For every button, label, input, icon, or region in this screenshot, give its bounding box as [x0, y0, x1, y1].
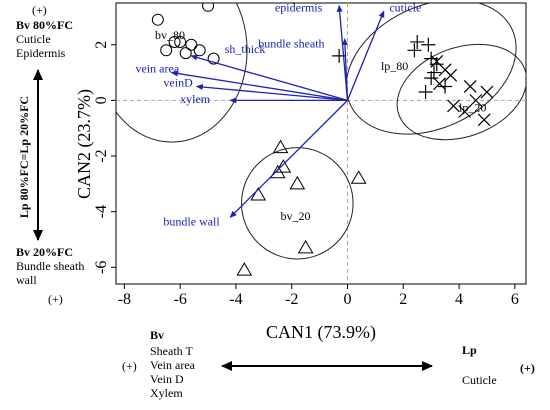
- bottom-bv-line-3: Vein D: [150, 372, 184, 386]
- triangle-point-1: [272, 139, 289, 154]
- bottom-bv-plus: (+): [122, 359, 137, 373]
- circle-point-1: [151, 13, 164, 26]
- bottom-left-line-2: wall: [16, 273, 37, 287]
- top-left-line-2: Epidermis: [16, 46, 66, 60]
- triangle-point-8: [236, 262, 253, 276]
- plus-point-4: [424, 51, 439, 66]
- circle-point-9: [160, 44, 173, 57]
- triangle-point-6: [297, 239, 314, 254]
- triangle-point-5: [250, 186, 267, 201]
- bottom-lp-head: Lp: [462, 343, 477, 357]
- triangle-point-7: [350, 170, 367, 184]
- top-left-head: Bv 80%FC: [16, 18, 73, 32]
- loading-label-xylem: xylem: [180, 92, 211, 106]
- plus-point-6: [426, 65, 441, 80]
- bottom-left-line-1: Bundle sheath: [16, 259, 85, 273]
- confidence-ellipse-4: [396, 43, 526, 141]
- bottom-left-head: Bv 20%FC: [16, 245, 73, 259]
- circle-point-5: [185, 38, 198, 51]
- left-axis-annotation: Lp 80%FC=Lp 20%FC: [17, 96, 31, 218]
- x-tick-label--6: -6: [173, 291, 186, 308]
- y-axis-label: CAN2 (23.7%): [74, 89, 95, 199]
- y-tick-label--4: -4: [93, 205, 110, 218]
- bottom-bv-head: Bv: [150, 328, 165, 342]
- x-point-5: [480, 85, 494, 99]
- top-left-line-1: Cuticle: [16, 32, 51, 46]
- bottom-lp-line: Cuticle: [462, 373, 497, 387]
- confidence-ellipse-1: [116, 3, 248, 143]
- loading-label-bundle-wall: bundle wall: [163, 215, 220, 229]
- y-tick-label-2: 2: [93, 41, 110, 49]
- loading-label-sh_thick: sh_thick: [225, 42, 266, 56]
- loading-arrow-epidermis: [336, 4, 349, 101]
- loading-label-cuticle: cuticle: [389, 0, 421, 14]
- loading-arrow-sh_thick: [190, 54, 348, 102]
- x-point-4: [463, 80, 477, 93]
- loading-label-epidermis: epidermis: [275, 0, 323, 14]
- x-tick-label-6: 6: [511, 291, 519, 308]
- circle-point-7: [193, 44, 206, 57]
- x-tick-label--8: -8: [118, 291, 131, 308]
- y-tick-label-0: 0: [93, 96, 110, 104]
- triangle-point-3: [269, 164, 286, 179]
- x-point-3: [444, 68, 458, 82]
- x-axis-label: CAN1 (73.9%): [266, 322, 376, 343]
- x-tick-label--4: -4: [229, 291, 242, 308]
- bottom-lp-plus: (+): [520, 361, 535, 375]
- triangle-point-4: [289, 175, 306, 190]
- x-point-9: [477, 113, 491, 127]
- loading-arrow-vein-area: [170, 70, 348, 102]
- circle-point-2: [202, 3, 215, 12]
- loading-arrow-bundle-wall: [229, 99, 348, 218]
- x-tick-label-4: 4: [455, 291, 463, 308]
- plus-point-3: [407, 43, 422, 58]
- loading-arrow-bundle-sheath: [341, 38, 349, 101]
- plus-point-2: [421, 37, 436, 52]
- x-point-8: [458, 105, 472, 118]
- x-point-7: [447, 99, 460, 113]
- triangle-point-2: [275, 159, 292, 173]
- y-tick-label--6: -6: [93, 261, 110, 274]
- plus-point-9: [418, 85, 433, 100]
- bottom-left-plus: (+): [48, 292, 63, 306]
- bottom-bv-line-2: Vein area: [150, 358, 195, 372]
- loading-label-bundle-sheath: bundle sheath: [258, 37, 324, 51]
- plot-frame: [115, 2, 527, 285]
- bottom-bv-line-4: Xylem: [150, 386, 183, 400]
- loading-arrow-cuticle: [346, 10, 385, 101]
- plus-point-1: [410, 34, 425, 49]
- loading-label-veinD: veinD: [163, 75, 193, 89]
- x-tick-label--2: -2: [285, 291, 298, 308]
- x-tick-label-0: 0: [343, 291, 351, 308]
- loading-label-vein-area: vein area: [136, 62, 180, 76]
- y-tick-label--2: -2: [93, 149, 110, 162]
- plot-area: [116, 3, 526, 284]
- plus-point-7: [424, 71, 439, 86]
- group-label-lp_80: lp_80: [381, 59, 408, 73]
- x-tick-label-2: 2: [399, 291, 407, 308]
- circle-point-6: [179, 47, 192, 60]
- top-left-plus: (+): [32, 3, 47, 17]
- confidence-ellipse-2: [241, 147, 354, 260]
- confidence-ellipse-3: [345, 3, 517, 135]
- label-layer: epidermis cuticle bundle sheathsh_thickvei…: [136, 0, 487, 228]
- loading-arrow-veinD: [195, 84, 348, 102]
- circle-point-3: [168, 35, 181, 48]
- group-label-bv_80: bv_80: [155, 28, 185, 42]
- circle-point-4: [174, 35, 187, 48]
- circle-point-8: [207, 52, 220, 65]
- x-point-10: [433, 77, 446, 91]
- x-point-6: [469, 93, 483, 107]
- plus-point-8: [438, 79, 453, 94]
- group-label-bv_20: bv_20: [281, 209, 311, 223]
- axes: -8 -6 -4 -2 0 2 4 6 -6 -4 -2 0 2: [93, 41, 519, 308]
- bottom-bv-line-1: Sheath T: [150, 344, 193, 358]
- plus-point-5: [429, 57, 444, 72]
- group-label-lp_20: lp_20: [459, 101, 486, 115]
